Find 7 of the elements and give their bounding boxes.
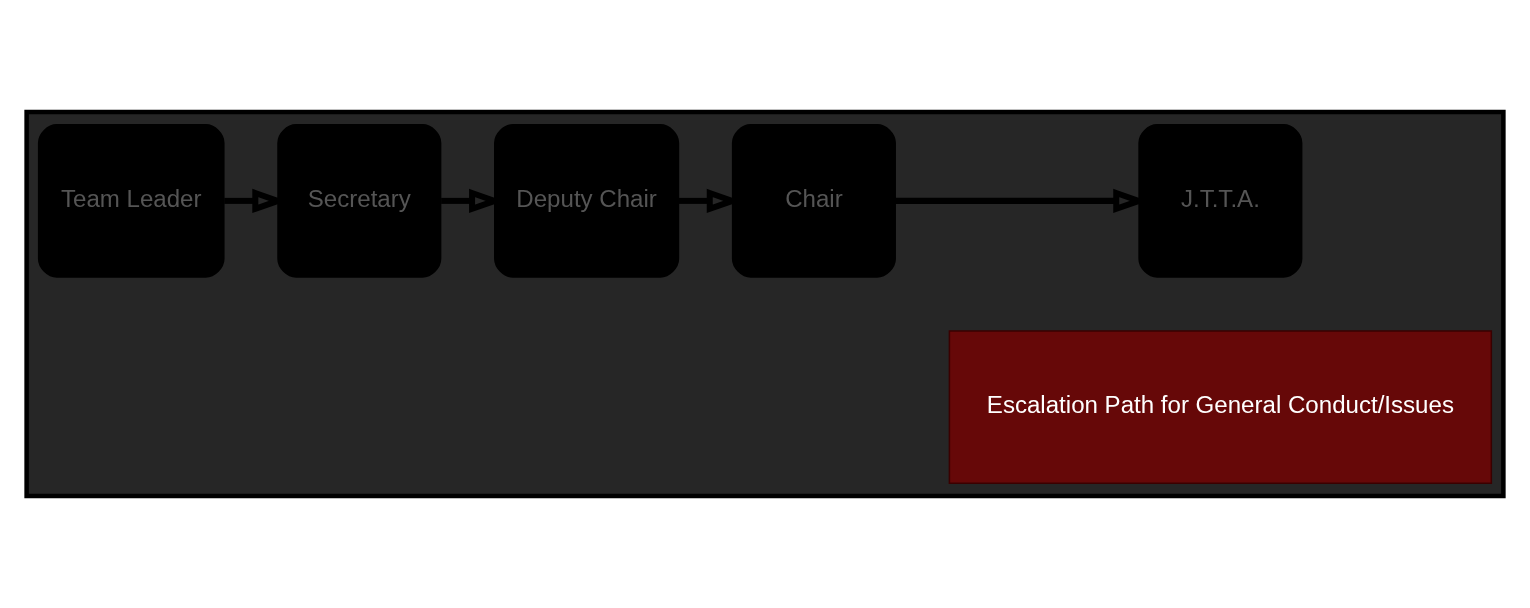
- cluster: [24, 109, 1506, 499]
- node-box: Escalation Path for General Conduct/Issues: [948, 330, 1493, 484]
- node-box: Secretary: [277, 124, 442, 278]
- node-box: Chair: [731, 124, 896, 278]
- node-box: Deputy Chair: [494, 124, 680, 278]
- node-box: J.T.T.A.: [1138, 124, 1303, 278]
- node-box: Team Leader: [37, 124, 225, 278]
